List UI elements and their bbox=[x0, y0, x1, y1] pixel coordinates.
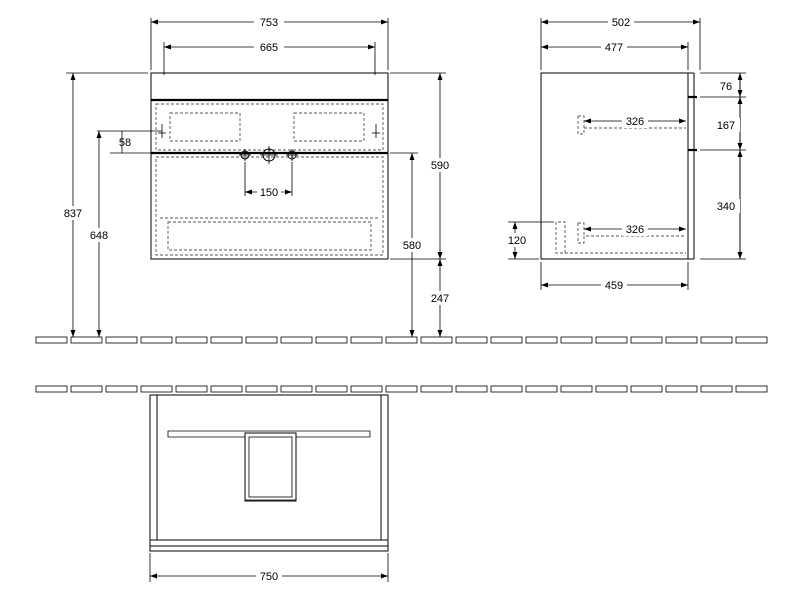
floor-tile bbox=[70, 385, 103, 393]
floor-tile bbox=[560, 336, 593, 344]
floor-tile bbox=[700, 336, 733, 344]
floor-tile bbox=[315, 336, 348, 344]
dim-waste-height: 648 bbox=[90, 230, 108, 242]
dim-cabinet-depth: 477 bbox=[605, 42, 623, 54]
floor-tile bbox=[490, 336, 523, 344]
floor-tile bbox=[245, 336, 278, 344]
floor-tile bbox=[735, 385, 768, 393]
plan-view: 750 bbox=[149, 394, 389, 583]
dim-overall-depth: 502 bbox=[612, 17, 630, 29]
upper-drawer-basket-left bbox=[169, 112, 241, 142]
floor-tile bbox=[525, 336, 558, 344]
floor-tile bbox=[490, 385, 523, 393]
floor-tile bbox=[105, 336, 138, 344]
dim-lower-drawer: 340 bbox=[717, 201, 735, 213]
plan-siphon-cutout bbox=[244, 432, 297, 502]
dim-plinth-height: 120 bbox=[508, 235, 526, 247]
floor-tile bbox=[280, 336, 313, 344]
dim-plan-width: 750 bbox=[260, 571, 278, 583]
front-view: 753 665 58 150 837 648 590 bbox=[61, 15, 452, 337]
floor-tile bbox=[595, 385, 628, 393]
floor-tiles-upper bbox=[35, 336, 768, 344]
floor-tile bbox=[350, 385, 383, 393]
floor-tile bbox=[560, 385, 593, 393]
upper-drawer-basket-right bbox=[293, 112, 365, 142]
floor-tile bbox=[140, 385, 173, 393]
side-view: 502 477 326 326 76 167 340 120 bbox=[504, 15, 746, 292]
floor-tile bbox=[35, 385, 68, 393]
dim-top-gap: 76 bbox=[720, 81, 732, 93]
floor-tile bbox=[665, 336, 698, 344]
dim-upper-drawer-depth: 326 bbox=[626, 116, 644, 128]
dim-base-depth: 459 bbox=[605, 280, 623, 292]
dim-side-height: 580 bbox=[403, 240, 421, 252]
floor-tile bbox=[455, 336, 488, 344]
floor-tile bbox=[525, 385, 558, 393]
tap-hole-right bbox=[286, 149, 298, 161]
floor-tile bbox=[315, 385, 348, 393]
floor-tile bbox=[105, 385, 138, 393]
floor-tile bbox=[245, 385, 278, 393]
floor-tile bbox=[350, 336, 383, 344]
dim-floor-clearance: 247 bbox=[431, 293, 449, 305]
floor-tile bbox=[630, 385, 663, 393]
floor-tile bbox=[280, 385, 313, 393]
floor-tile bbox=[175, 336, 208, 344]
floor-tile bbox=[210, 385, 243, 393]
floor-tile bbox=[595, 336, 628, 344]
floor-tile bbox=[35, 336, 68, 344]
floor-tile bbox=[385, 336, 418, 344]
floor-tile bbox=[700, 385, 733, 393]
floor-tile bbox=[630, 336, 663, 344]
dim-offset-58: 58 bbox=[119, 137, 131, 149]
floor-tile bbox=[140, 336, 173, 344]
side-plinth bbox=[555, 221, 566, 254]
floor-tile bbox=[70, 336, 103, 344]
tap-hole-left bbox=[239, 149, 251, 161]
floor-tile bbox=[385, 385, 418, 393]
lower-drawer-hidden bbox=[155, 156, 384, 256]
floor-tile bbox=[665, 385, 698, 393]
floor-tile bbox=[420, 336, 453, 344]
side-cabinet-outline bbox=[540, 72, 689, 260]
floor-tile bbox=[175, 385, 208, 393]
floor-tile bbox=[420, 385, 453, 393]
plan-basin bbox=[167, 430, 371, 501]
tap-hole-center bbox=[260, 146, 278, 164]
plan-cabinet-outline bbox=[149, 394, 389, 552]
dim-lower-drawer-depth: 326 bbox=[626, 224, 644, 236]
dim-overall-width: 753 bbox=[260, 17, 278, 29]
side-upper-drawer bbox=[577, 116, 686, 135]
dim-basin-width: 665 bbox=[260, 42, 278, 54]
floor-tile bbox=[455, 385, 488, 393]
floor-tiles-lower bbox=[35, 385, 768, 393]
upper-drawer-hidden bbox=[155, 103, 384, 151]
floor-tile bbox=[210, 336, 243, 344]
dim-tap-spacing: 150 bbox=[260, 187, 278, 199]
plan-inner-outline bbox=[156, 394, 382, 541]
dim-cabinet-height: 590 bbox=[431, 160, 449, 172]
floor-tile bbox=[735, 336, 768, 344]
dim-upper-gap: 167 bbox=[717, 120, 735, 132]
side-lower-drawer bbox=[577, 223, 686, 244]
dim-total-height: 837 bbox=[64, 208, 82, 220]
front-cabinet-outline bbox=[150, 72, 389, 260]
lower-drawer-basket bbox=[167, 221, 372, 251]
